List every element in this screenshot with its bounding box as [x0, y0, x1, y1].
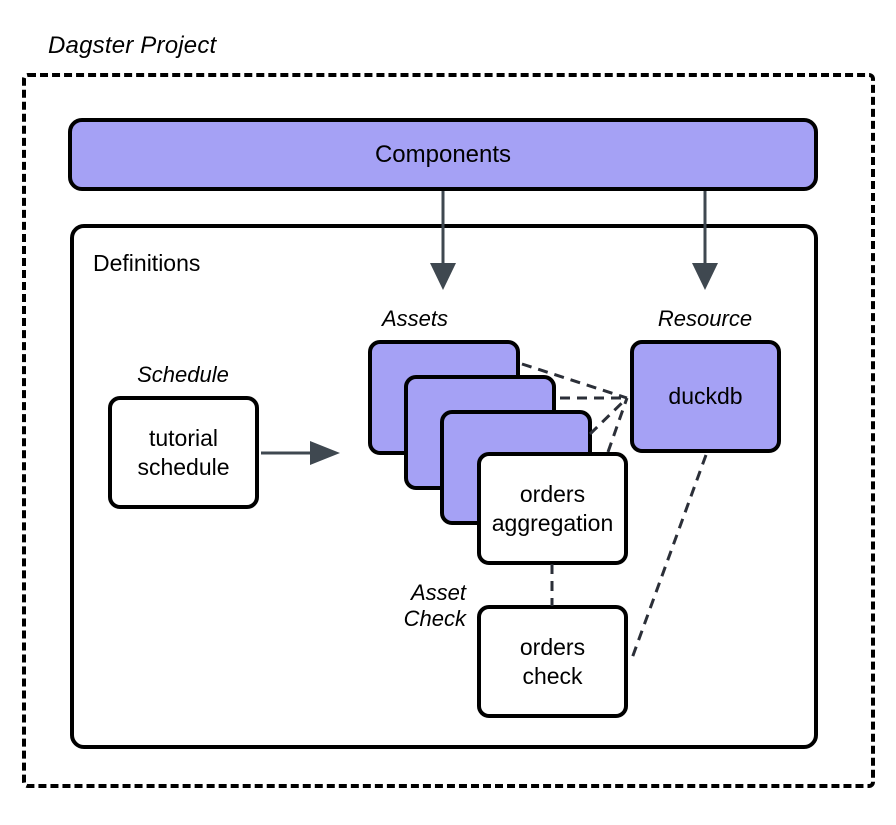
resource-group-label: Resource: [657, 306, 753, 331]
tutorial-schedule-label: tutorial schedule: [137, 425, 230, 480]
duckdb-label: duckdb: [668, 383, 743, 410]
arrowhead-components-to-assets: [430, 263, 456, 290]
orders-aggregation-label: orders aggregation: [491, 481, 614, 536]
schedule-group-label: Schedule: [137, 362, 229, 387]
assets-group-label: Assets: [381, 306, 449, 331]
edge-asset-card-3-to-duckdb: [588, 396, 629, 436]
asset-check-group-label: Asset Check: [403, 580, 466, 631]
orders-check-label: orders check: [519, 634, 586, 689]
definitions-label: Definitions: [93, 250, 201, 276]
node-duckdb[interactable]: duckdb: [630, 340, 781, 453]
node-tutorial-schedule[interactable]: tutorial schedule: [108, 396, 259, 509]
node-orders-check[interactable]: orders check: [477, 605, 628, 718]
project-title: Dagster Project: [48, 32, 217, 59]
edge-orders-aggregation-to-duckdb: [606, 397, 629, 453]
node-orders-aggregation[interactable]: orders aggregation: [477, 452, 628, 565]
edge-duckdb-to-orders-check: [629, 454, 708, 662]
components-box[interactable]: Components: [68, 118, 818, 191]
edge-asset-card-1-to-duckdb: [521, 362, 628, 400]
arrowhead-schedule-to-assets: [310, 441, 340, 465]
components-label: Components: [374, 140, 512, 168]
arrowhead-components-to-resource: [692, 263, 718, 290]
dagster-project-container: [22, 73, 875, 788]
